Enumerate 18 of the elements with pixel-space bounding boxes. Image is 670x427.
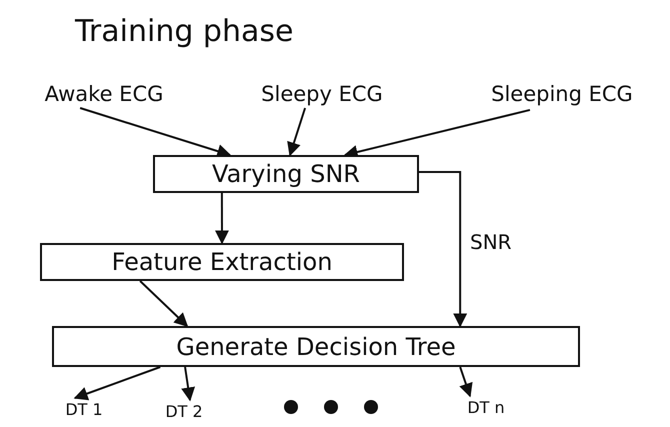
node-label: DT n: [450, 396, 522, 418]
node-label: DT 2: [148, 400, 220, 422]
arrow: [459, 366, 473, 398]
arrow: [287, 108, 306, 156]
process-box: Feature Extraction: [40, 243, 404, 281]
diagram-title: Training phase: [75, 14, 294, 49]
node-label: DT 1: [48, 398, 120, 420]
arrow: [214, 193, 229, 244]
node-label: Awake ECG: [6, 80, 202, 108]
arrow: [74, 366, 161, 400]
process-box: Varying SNR: [153, 155, 419, 193]
node-label: Sleeping ECG: [460, 80, 664, 108]
arrow: [139, 280, 188, 327]
arrow: [419, 170, 468, 328]
arrow: [80, 107, 232, 158]
process-box: Generate Decision Tree: [52, 326, 580, 367]
node-label: Sleepy ECG: [230, 80, 414, 108]
arrow: [181, 366, 196, 402]
